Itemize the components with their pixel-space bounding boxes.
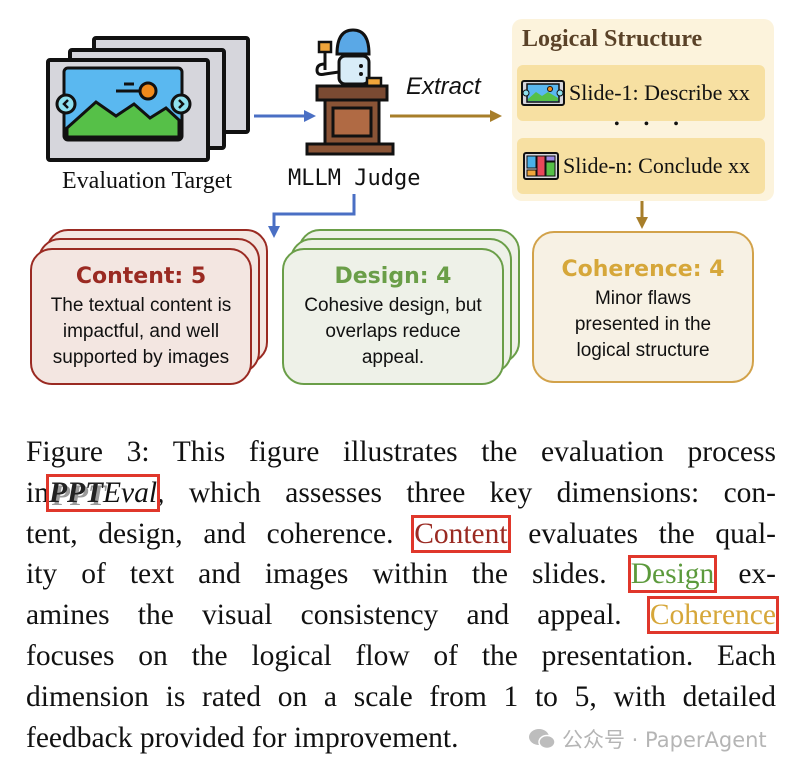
caption-line-7: dimension is rated on a scale from 1 to …	[26, 680, 776, 713]
logical-structure-title: Logical Structure	[522, 26, 703, 52]
content-highlight: Content	[411, 514, 511, 553]
coherence-score-card: Coherence: 4 Minor flaws presented in th…	[532, 231, 754, 383]
caption-line-6: focuses on the logical flow of the prese…	[26, 639, 776, 672]
design-score-body: Cohesive design, but overlaps reduce app…	[304, 295, 482, 368]
caption-line-2: inPPTEval, which assesses three key dime…	[26, 473, 776, 512]
design-score-title: Design: 4	[334, 264, 452, 289]
judge-podium-icon	[305, 28, 395, 156]
judge-label: MLLM Judge	[288, 166, 421, 191]
caption-line-4: ity of text and images within the slides…	[26, 555, 777, 594]
arrow-target-to-judge	[254, 110, 316, 122]
arrow-judge-to-scores	[268, 194, 356, 238]
coherence-score-body: Minor flaws presented in the logical str…	[574, 288, 712, 361]
arrow-judge-to-structure	[390, 110, 502, 122]
arrow-structure-to-coherence	[636, 201, 648, 229]
design-score-card: Design: 4 Cohesive design, but overlaps …	[282, 248, 504, 385]
caption-line-5: amines the visual consistency and appeal…	[26, 596, 780, 635]
caption-line-8: feedback provided for improvement.	[26, 721, 459, 754]
slide-layout-icon	[523, 152, 559, 180]
watermark: 公众号 · PaperAgent	[528, 724, 767, 754]
evaluation-target-label: Evaluation Target	[62, 168, 233, 194]
evaluation-target-icon	[44, 36, 250, 162]
wechat-icon	[529, 729, 556, 750]
design-highlight: Design	[627, 555, 718, 594]
structure-item-label: Slide-n: Conclude xx	[563, 153, 750, 178]
caption-line-1: Figure 3: This figure illustrates the ev…	[26, 436, 776, 468]
ppteval-highlight: PPTEval	[45, 473, 161, 512]
content-score-card: Content: 5 The textual content is impact…	[30, 248, 252, 385]
content-score-title: Content: 5	[75, 264, 207, 289]
coherence-highlight: Coherence	[646, 596, 780, 635]
watermark-text: 公众号 · PaperAgent	[562, 728, 767, 752]
slide-image-icon	[521, 80, 565, 106]
content-score-body: The textual content is impactful, and we…	[50, 295, 232, 368]
ellipsis: • • •	[614, 116, 689, 133]
figure-caption: Figure 3: This figure illustrates the ev…	[26, 432, 780, 758]
extract-label: Extract	[406, 73, 481, 100]
structure-item-label: Slide-1: Describe xx	[569, 80, 750, 105]
coherence-score-title: Coherence: 4	[561, 257, 725, 282]
caption-line-3: tent, design, and coherence. Content eva…	[26, 514, 777, 553]
structure-item-slide-1: Slide-1: Describe xx	[517, 65, 765, 121]
structure-item-slide-n: Slide-n: Conclude xx	[517, 138, 765, 194]
